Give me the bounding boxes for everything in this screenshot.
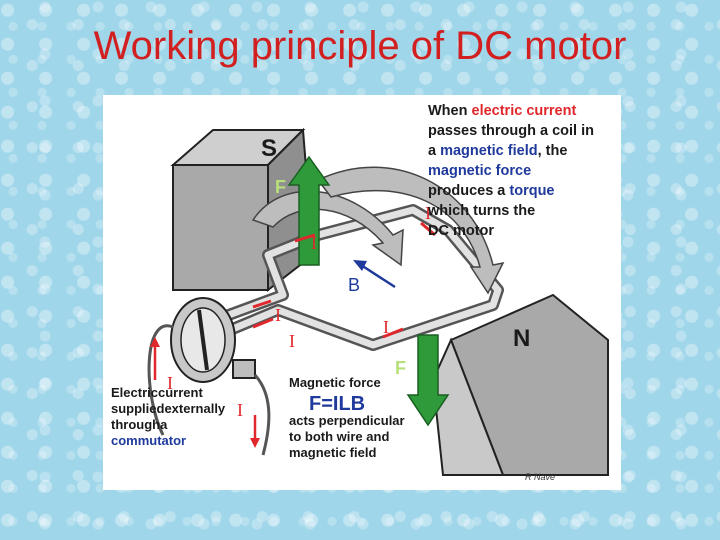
force-label-bottom: F	[395, 358, 406, 378]
force-note-title: Magnetic force	[289, 375, 381, 390]
description-line-segment: magnetic field	[440, 143, 538, 159]
coil-loop	[212, 204, 504, 351]
current-label: I	[383, 317, 389, 337]
description-line-segment: torque	[509, 183, 555, 199]
north-pole-magnet	[431, 293, 609, 476]
motor-drawing	[147, 127, 609, 476]
description-line-segment: produces a	[428, 183, 510, 199]
commutator	[147, 297, 271, 456]
description-line: which turns the	[428, 201, 618, 221]
force-formula: F=ILB	[309, 393, 366, 415]
commutator-note-line-segment: Electric	[111, 385, 158, 400]
description-line-segment: a	[428, 143, 441, 159]
current-label: I	[237, 400, 243, 420]
description-line: a magnetic field, the	[428, 141, 618, 161]
current-label: I	[167, 373, 173, 393]
force-label-top: F	[275, 177, 286, 197]
current-label: I	[275, 305, 281, 325]
current-label: I	[425, 203, 431, 223]
force-note-line: magnetic field	[289, 445, 377, 460]
commutator-note-line-segment: externally through	[111, 401, 226, 432]
motor-description: When electric current passes through a co…	[428, 101, 618, 241]
description-line-segment: When	[428, 103, 472, 119]
motor-diagram: S N F F B I I I I I I I When electric cu…	[103, 95, 621, 490]
field-arrow	[353, 260, 396, 289]
description-line-segment: passes through a coil in	[428, 123, 594, 139]
description-line-segment: electric current	[471, 103, 577, 119]
commutator-note-line: Electric	[111, 385, 158, 400]
north-pole-label: N	[513, 325, 531, 352]
force-note: Magnetic force acts perpendicular to bot…	[289, 375, 449, 461]
current-label: I	[311, 233, 317, 253]
commutator-note-line: current supplied	[111, 385, 203, 416]
description-line: DC motor	[428, 221, 618, 241]
field-label: B	[348, 275, 361, 295]
image-credit: R Nave	[525, 472, 556, 482]
force-note-line: acts perpendicular	[289, 413, 405, 428]
description-line-segment: , the	[537, 143, 568, 159]
description-line: passes through a coil in	[428, 121, 618, 141]
description-line: produces a torque	[428, 181, 618, 201]
commutator-note-line-segment: commutator	[111, 433, 187, 448]
description-line: magnetic force	[428, 161, 618, 181]
commutator-note-line-segment: current supplied	[111, 385, 203, 416]
description-line-segment: which turns the	[428, 203, 536, 219]
description-line: When electric current	[428, 101, 618, 121]
commutator-note-line-segment: a	[160, 417, 168, 432]
description-line-segment: DC motor	[428, 223, 495, 239]
current-label: I	[289, 331, 295, 351]
description-line-segment: magnetic force	[428, 163, 532, 179]
south-pole-label: S	[261, 135, 278, 162]
commutator-note-line: a commutator	[111, 417, 186, 448]
force-arrow-up	[287, 155, 331, 266]
commutator-note: Electriccurrent suppliedexternally throu…	[111, 385, 241, 449]
current-arrows	[150, 221, 436, 448]
force-note-line: to both wire and	[289, 429, 390, 444]
slide-title: Working principle of DC motor	[93, 24, 627, 68]
force-arrow-down	[406, 334, 450, 427]
commutator-note-line: externally through	[111, 401, 225, 432]
